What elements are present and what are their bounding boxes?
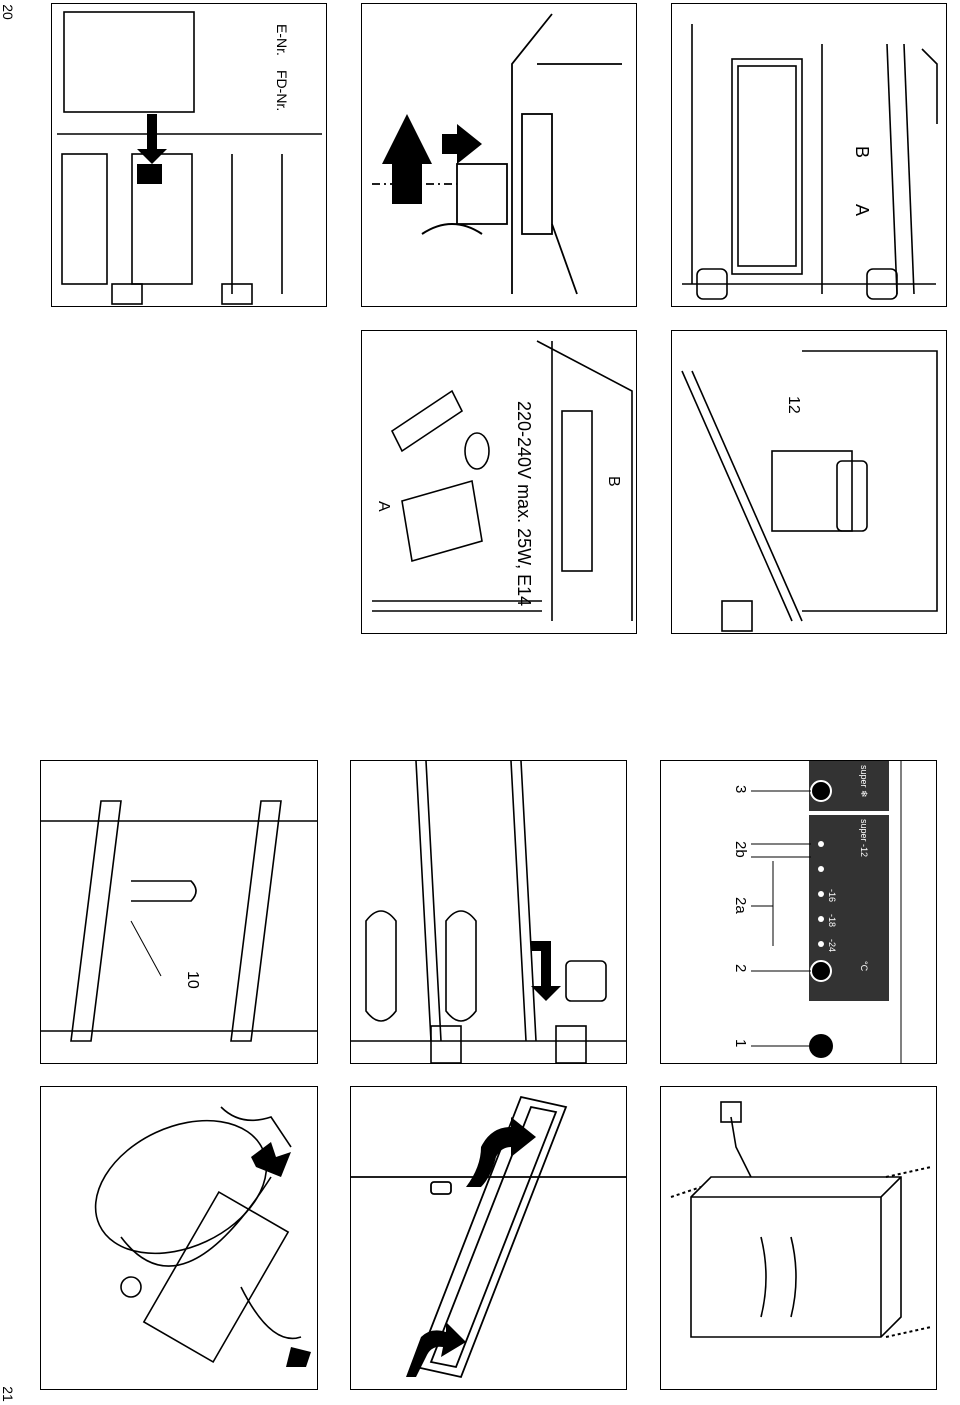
figure-3-label-1: 1 [732, 1039, 749, 1048]
figure-3: super ❄ super -12 -16 -18 -24 °C 3 2b 2a… [660, 760, 937, 1064]
figure-3-label-2b: 2b [732, 841, 749, 858]
figure-12-label: 12 [785, 396, 802, 414]
figure-14-drawing [57, 11, 322, 305]
figure-7: 7 [40, 1086, 318, 1390]
page-number-right: 21 [0, 1386, 16, 1402]
figure-12-drawing [681, 350, 938, 632]
figure-3-label-2a: 2a [732, 897, 749, 914]
figure-13-drawing [682, 24, 938, 300]
figure-4: 4 [350, 760, 627, 1064]
figure-13-label-b: B [852, 146, 872, 159]
figure-3-panel-text-celsius: °C [859, 961, 869, 972]
figure-3-drawing [751, 761, 902, 1063]
figure-14: E-Nr. FD-Nr. 14 [51, 3, 327, 307]
figure-5-drawing [351, 1095, 626, 1379]
figure-3-panel-text-18: -18 [827, 914, 837, 928]
figure-11-spec: 220-240V max. 25W, E14 [514, 401, 534, 607]
figure-6: 10 6 [40, 760, 318, 1064]
figure-4-drawing [351, 761, 626, 1063]
figure-1-drawing [670, 1101, 932, 1338]
figure-3-panel-text-super-12: super -12 [859, 819, 869, 858]
figure-3-label-3: 3 [732, 785, 749, 794]
figure-13-label-a: A [852, 204, 872, 217]
figure-3-label-2: 2 [732, 964, 749, 973]
figure-14-label-e-nr: E-Nr. [274, 24, 290, 56]
figure-11-drawing [372, 340, 633, 621]
figure-10-drawing [372, 13, 622, 295]
figure-11-label-a: A [375, 501, 392, 512]
figure-6-drawing [41, 800, 317, 1042]
figure-7-drawing [94, 1106, 311, 1367]
page-number-left: 20 [0, 4, 16, 20]
figure-3-panel-text-24: -24 [827, 939, 837, 953]
figure-12: 12 12 [671, 330, 947, 634]
figure-11: B A 220-240V max. 25W, E14 11 [361, 330, 637, 634]
figure-1: 1 [660, 1086, 937, 1390]
figure-5: 5 [350, 1086, 627, 1390]
figure-3-panel-text-16: -16 [827, 889, 837, 903]
figure-6-label: 10 [184, 971, 201, 989]
figure-14-label-fd-nr: FD-Nr. [274, 70, 290, 112]
figure-13: B A 13 [671, 3, 947, 307]
figure-10: 10 [361, 3, 637, 307]
figure-11-label-b: B [605, 476, 622, 487]
figure-3-panel-text-super-freeze: super ❄ [859, 765, 869, 798]
